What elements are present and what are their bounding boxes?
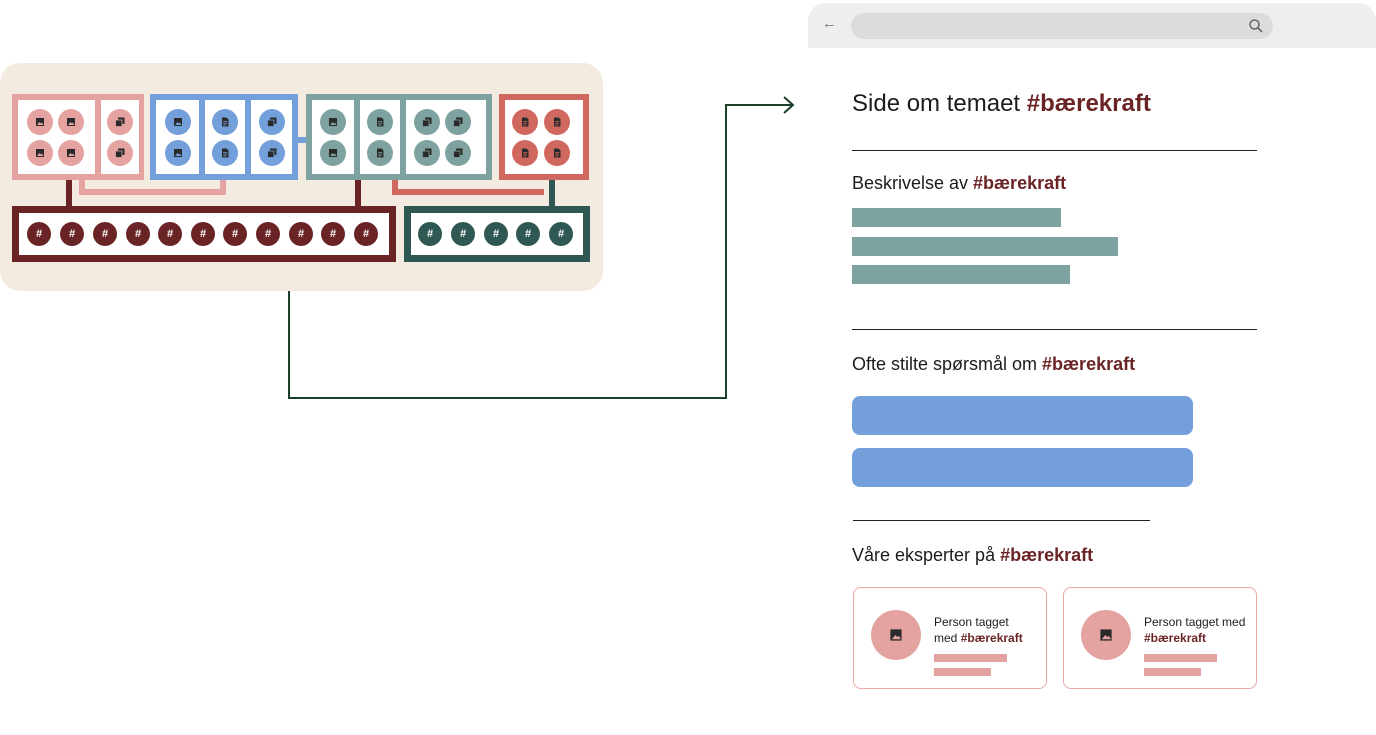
blue-link-line — [298, 137, 308, 143]
hashtag-icon: # — [484, 222, 508, 246]
pink-content-group — [12, 94, 144, 180]
avatar — [871, 610, 921, 660]
browser-window: ← Side om temaet #bærekraft Beskrivelse … — [808, 3, 1376, 735]
pink-link-line — [79, 180, 85, 194]
gallery-icon — [445, 140, 471, 166]
arrow-left-icon[interactable]: ← — [822, 15, 837, 32]
expert-detail-line — [1144, 668, 1201, 676]
pink-link-line — [79, 189, 226, 195]
address-input[interactable] — [851, 13, 1241, 39]
page-title: Side om temaet #bærekraft — [852, 90, 1151, 118]
dark-teal-tag-row: # # # # # — [404, 206, 590, 262]
image-icon — [1100, 629, 1112, 641]
expert-line: med — [934, 631, 961, 645]
expert-name: Person tagget med #bærekraft — [1144, 614, 1245, 646]
gallery-icon — [259, 109, 285, 135]
document-icon — [367, 109, 393, 135]
expert-tag[interactable]: #bærekraft — [1144, 631, 1207, 645]
search-icon[interactable] — [1248, 18, 1264, 34]
image-icon — [27, 140, 53, 166]
hashtag-icon: # — [418, 222, 442, 246]
image-icon — [58, 140, 84, 166]
expert-tag[interactable]: #bærekraft — [960, 631, 1023, 645]
expert-line: Person tagget — [934, 615, 1009, 629]
image-icon — [58, 109, 84, 135]
expert-detail-line — [934, 654, 1007, 662]
faq-heading: Ofte stilte spørsmål om #bærekraft — [852, 354, 1135, 375]
maroon-link-line — [355, 180, 361, 208]
gallery-icon — [414, 140, 440, 166]
description-heading-text: Beskrivelse av — [852, 173, 974, 193]
page-title-tag[interactable]: #bærekraft — [1026, 90, 1151, 117]
faq-tag[interactable]: #bærekraft — [1042, 354, 1136, 374]
expert-line: Person tagget med — [1144, 615, 1246, 629]
description-text-line — [852, 208, 1061, 227]
document-icon — [212, 109, 238, 135]
gallery-icon — [107, 109, 133, 135]
divider — [852, 329, 1257, 330]
gallery-icon — [414, 109, 440, 135]
maroon-link-line — [66, 180, 72, 208]
hashtag-icon: # — [158, 222, 182, 246]
hashtag-icon: # — [451, 222, 475, 246]
description-text-line — [852, 265, 1070, 284]
faq-item[interactable] — [852, 396, 1193, 435]
description-tag[interactable]: #bærekraft — [973, 173, 1067, 193]
image-icon — [320, 140, 346, 166]
experts-heading: Våre eksperter på #bærekraft — [852, 545, 1093, 566]
document-icon — [544, 109, 570, 135]
teal-content-group — [306, 94, 492, 180]
document-icon — [212, 140, 238, 166]
pink-link-line — [220, 180, 226, 194]
expert-card[interactable]: Person tagget med #bærekraft — [853, 587, 1047, 689]
image-icon — [165, 140, 191, 166]
hashtag-icon: # — [191, 222, 215, 246]
avatar — [1081, 610, 1131, 660]
gallery-icon — [259, 140, 285, 166]
hashtag-icon: # — [256, 222, 280, 246]
hashtag-icon: # — [289, 222, 313, 246]
faq-item[interactable] — [852, 448, 1193, 487]
document-icon — [367, 140, 393, 166]
hashtag-icon: # — [93, 222, 117, 246]
faq-heading-text: Ofte stilte spørsmål om — [852, 354, 1043, 374]
expert-detail-line — [934, 668, 991, 676]
page-title-text: Side om temaet — [852, 90, 1027, 117]
hashtag-icon: # — [516, 222, 540, 246]
hashtag-icon: # — [60, 222, 84, 246]
document-icon — [544, 140, 570, 166]
experts-tag[interactable]: #bærekraft — [1000, 545, 1094, 565]
document-icon — [512, 109, 538, 135]
image-icon — [27, 109, 53, 135]
maroon-tag-row: # # # # # # # # # # # — [12, 206, 396, 262]
blue-content-group — [150, 94, 298, 180]
image-icon — [890, 629, 902, 641]
hashtag-icon: # — [27, 222, 51, 246]
address-bar[interactable] — [851, 13, 1273, 39]
red-link-line — [392, 189, 544, 195]
expert-detail-line — [1144, 654, 1217, 662]
hashtag-icon: # — [549, 222, 573, 246]
expert-card[interactable]: Person tagget med #bærekraft — [1063, 587, 1257, 689]
hashtag-icon: # — [321, 222, 345, 246]
image-icon — [165, 109, 191, 135]
divider — [852, 150, 1257, 151]
hashtag-icon: # — [354, 222, 378, 246]
description-heading: Beskrivelse av #bærekraft — [852, 173, 1066, 194]
description-text-line — [852, 237, 1118, 256]
dark-teal-link-line — [549, 180, 555, 208]
expert-name: Person tagget med #bærekraft — [934, 614, 1023, 646]
gallery-icon — [107, 140, 133, 166]
red-link-line — [392, 180, 398, 194]
image-icon — [320, 109, 346, 135]
browser-toolbar: ← — [808, 3, 1376, 48]
hashtag-icon: # — [126, 222, 150, 246]
divider — [853, 520, 1150, 521]
red-content-group — [499, 94, 589, 180]
gallery-icon — [445, 109, 471, 135]
hashtag-icon: # — [223, 222, 247, 246]
document-icon — [512, 140, 538, 166]
experts-heading-text: Våre eksperter på — [852, 545, 1001, 565]
